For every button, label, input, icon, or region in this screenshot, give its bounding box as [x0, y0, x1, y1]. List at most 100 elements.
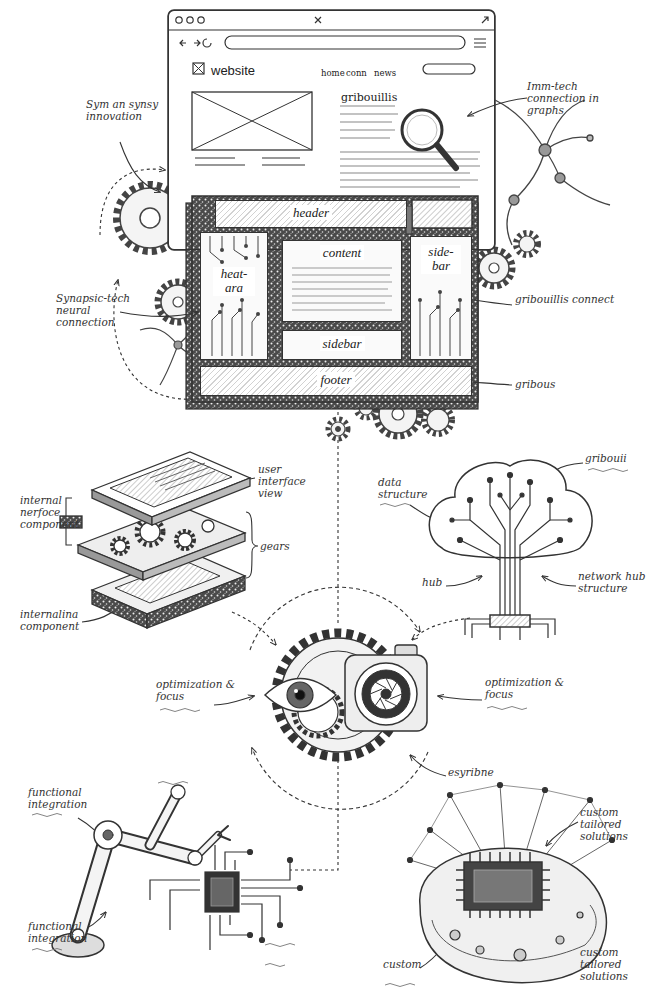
circuit-node [436, 305, 440, 309]
circuit-chip [248, 933, 253, 938]
annotation-label: gears [260, 540, 310, 552]
exploded-device [140, 522, 160, 542]
circuit-tree [429, 460, 592, 640]
circuit-node [244, 256, 248, 260]
browser-frame [194, 40, 200, 46]
circuit-trace [210, 236, 258, 262]
focus-gear [345, 655, 427, 731]
leader-line [290, 760, 338, 870]
focus-gear [294, 689, 298, 693]
annotation-label: custom [383, 958, 439, 970]
small-gear [328, 419, 348, 439]
exploded-device [112, 538, 128, 554]
circuit-chip [288, 858, 293, 863]
layout-blocks-base [412, 200, 472, 228]
exploded-device [176, 531, 194, 549]
circuit-node [218, 310, 222, 314]
robot-arm [78, 835, 108, 935]
annotation-label: Imm-tech connection in graphs [527, 80, 622, 116]
chip-brain [588, 798, 593, 803]
block-label: heat- ara [213, 267, 255, 296]
robot-arm [94, 821, 122, 849]
exploded-device [150, 461, 215, 490]
focus-gear [295, 690, 305, 700]
scribble-mark [158, 782, 188, 785]
circuit-tree [498, 493, 502, 497]
exploded-device [202, 520, 214, 532]
footer-block: footer [200, 366, 472, 396]
browser-frame [180, 40, 186, 46]
focus-gear [265, 679, 336, 712]
chip-brain [420, 848, 607, 982]
browser-frame [176, 17, 182, 23]
circuit-tree [450, 518, 454, 522]
browser-frame [195, 158, 305, 165]
circuit-node [244, 244, 248, 248]
circuit-chip [260, 938, 265, 943]
small-gear [336, 427, 341, 432]
scribble-mark [385, 984, 415, 987]
gear-group [424, 406, 452, 434]
circuit-node [256, 312, 260, 316]
gear-group [519, 236, 535, 252]
chip-brain [474, 870, 532, 902]
annotation-label: optimization & focus [485, 676, 567, 700]
scribble-mark [265, 944, 295, 947]
leader-line [100, 169, 165, 235]
circuit-tree [488, 478, 493, 483]
scribble-mark [265, 964, 285, 967]
gear-group [479, 253, 509, 283]
robot-arm [150, 792, 178, 845]
annotation-label: internalina component [20, 608, 104, 632]
annotation-label: optimization & focus [156, 678, 238, 702]
focus-gear [362, 670, 410, 718]
browser-frame [192, 92, 312, 150]
leader-line [214, 696, 254, 705]
browser-frame [437, 145, 456, 168]
focus-gear [370, 678, 402, 710]
circuit-chip [248, 850, 253, 855]
browser-frame [168, 10, 495, 250]
side-column-block: side- bar [410, 236, 472, 360]
chip-brain [556, 936, 564, 944]
annotation-label: gribouii [585, 452, 655, 464]
browser-frame [192, 92, 312, 150]
page-heading: gribouillis [341, 91, 397, 104]
annotation-label: gribous [515, 378, 585, 390]
nav-link: news [374, 68, 396, 78]
browser-frame [198, 17, 204, 23]
nav-link: conn [346, 68, 367, 78]
annotation-label: custom tailored solutions [580, 806, 662, 842]
circuit-node [220, 248, 224, 252]
sidebar-block: sidebar [282, 330, 402, 360]
scribble-mark [160, 709, 200, 712]
annotation-label: network hub structure [578, 570, 656, 594]
circuit-node [220, 260, 224, 264]
circuit-chip [211, 878, 233, 906]
scribble-mark [32, 814, 62, 817]
annotation-label: hub [422, 576, 458, 588]
circuit-node [218, 244, 462, 316]
annotation-label: user interface view [258, 463, 322, 499]
text-lines [292, 268, 392, 310]
leader-line [412, 618, 470, 640]
circuit-node [238, 308, 242, 312]
circuit-tree [508, 473, 513, 478]
exploded-device [178, 533, 192, 547]
chip-brain [432, 905, 596, 961]
browser-frame [193, 63, 204, 74]
chip-brain [456, 852, 550, 918]
chip-brain [428, 828, 433, 833]
circuit-chip [278, 923, 283, 928]
circuit-trace [210, 236, 460, 356]
chip-brain [514, 949, 526, 961]
circuit-node [438, 290, 442, 294]
leader-line [472, 382, 512, 385]
browser-frame [168, 29, 495, 30]
circuit-node [456, 308, 460, 312]
circuit-tree [558, 538, 563, 543]
small-gear [331, 422, 345, 436]
